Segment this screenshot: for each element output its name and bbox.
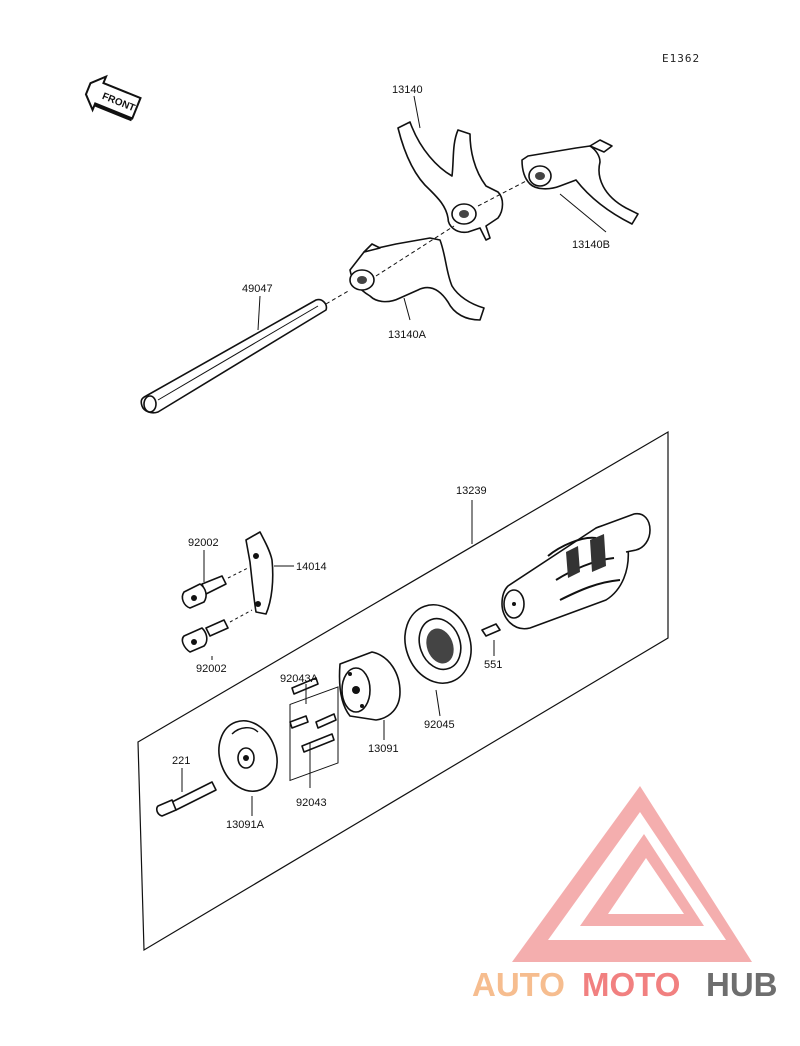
label-13140B: 13140B [572,239,610,251]
pins-92043 [289,677,339,782]
bolt-92002-upper [181,575,227,609]
label-14014: 14014 [296,561,327,573]
diagram-code: E1362 [662,52,700,65]
cam-plate-13091A [218,720,278,792]
plate-14014 [245,531,274,615]
logo-text-moto: MOTO [582,966,680,1003]
label-13091A: 13091A [226,819,265,831]
bearing-92045 [404,604,472,684]
screw-221 [156,781,217,817]
bolt-92002-lower [181,619,229,653]
label-92045: 92045 [424,719,455,731]
front-arrow-icon: FRONT [84,74,142,122]
label-92043A: 92043A [280,673,319,685]
label-92002-lower: 92002 [196,663,227,675]
shift-drum-13239 [501,512,651,630]
pin-551 [481,623,501,637]
label-551: 551 [484,659,502,671]
drum-assembly-frame [137,430,669,952]
label-13140: 13140 [392,84,423,96]
logo-text-hub: HUB [706,966,778,1003]
logo-text-auto: AUTO [472,966,565,1003]
label-92002-upper: 92002 [188,537,219,549]
label-49047: 49047 [242,283,273,295]
label-13091: 13091 [368,743,399,755]
label-13140A: 13140A [388,329,427,341]
shift-rod-49047 [140,298,328,414]
shift-fork-13140A [349,237,485,321]
holder-13091 [338,651,401,721]
shift-fork-13140B [521,139,639,225]
shift-fork-13140 [397,121,504,241]
label-221: 221 [172,755,190,767]
label-92043: 92043 [296,797,327,809]
label-13239: 13239 [456,485,487,497]
automotohub-logo: AUTO MOTO HUB [472,786,778,1003]
